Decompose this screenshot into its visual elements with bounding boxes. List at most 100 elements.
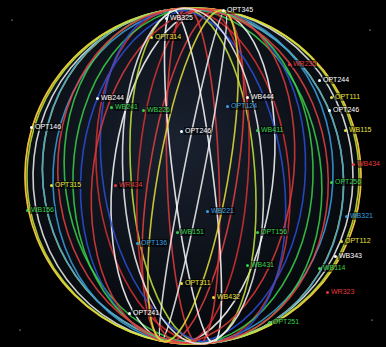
orbit-track: [44, 1, 341, 347]
satellite-marker: WB325: [165, 14, 194, 22]
satellite-marker: OPT256: [330, 178, 362, 186]
satellite-dot: [136, 242, 139, 245]
satellite-marker: OPT311: [180, 279, 212, 287]
satellite-label: OPT345: [226, 6, 254, 14]
orbit-track: [10, 0, 375, 347]
satellite-dot: [142, 109, 145, 112]
satellite-label: WB226: [146, 106, 171, 114]
satellite-marker: OPT111: [330, 93, 361, 101]
satellite-dot: [326, 291, 329, 294]
satellite-dot: [268, 321, 271, 324]
satellite-dot: [330, 96, 333, 99]
satellite-label: WB151: [180, 228, 205, 236]
satellite-dot: [340, 240, 343, 243]
satellite-dot: [180, 282, 183, 285]
orbit-track: [71, 0, 316, 347]
satellite-dot: [246, 96, 249, 99]
satellite-label: OPT156: [260, 228, 288, 236]
satellite-label: WB244: [100, 94, 125, 102]
satellite-label: OPT251: [272, 318, 300, 326]
orbit-track: [114, 5, 271, 347]
satellite-label: WR434: [118, 181, 143, 189]
satellite-dot: [206, 210, 209, 213]
orbit-track: [93, 0, 293, 347]
satellite-label: OPT244: [322, 76, 350, 84]
satellite-label: OPT146: [34, 123, 62, 131]
satellite-dot: [334, 255, 337, 258]
satellite-label: OPT314: [154, 33, 182, 41]
satellite-dot: [352, 163, 355, 166]
satellite-marker: WB156: [26, 206, 55, 214]
satellite-label: WB343: [338, 252, 363, 260]
orbit-track: [119, 4, 266, 347]
satellite-dot: [330, 181, 333, 184]
satellite-marker: WB244: [96, 94, 125, 102]
satellite-marker: OPT241: [128, 309, 160, 317]
satellite-marker: OPT314: [150, 33, 182, 41]
satellite-marker: WB221: [206, 207, 235, 215]
satellite-marker: OPT124: [226, 102, 258, 110]
satellite-label: WB115: [348, 126, 372, 134]
satellite-dot: [50, 184, 53, 187]
satellite-label: WR323: [330, 288, 355, 296]
satellite-dot: [226, 105, 229, 108]
satellite-marker: WB241: [110, 103, 139, 111]
satellite-label: WB444: [250, 93, 275, 101]
satellite-label: OPT315: [54, 181, 82, 189]
satellite-dot: [176, 231, 179, 234]
satellite-label: WB114: [322, 264, 346, 272]
satellite-marker: WB432: [212, 293, 241, 301]
satellite-marker: WB226: [142, 106, 171, 114]
satellite-marker: WB321: [345, 212, 374, 220]
satellite-label: OPT124: [230, 102, 258, 110]
satellite-marker: OPT251: [268, 318, 300, 326]
satellite-dot: [256, 231, 259, 234]
satellite-marker: WB434: [352, 160, 381, 168]
satellite-dot: [212, 296, 215, 299]
satellite-dot: [256, 129, 259, 132]
satellite-marker: WB151: [176, 228, 205, 236]
satellite-dot: [114, 184, 117, 187]
satellite-label: OPT241: [132, 309, 160, 317]
satellite-marker: OPT156: [256, 228, 288, 236]
satellite-marker: WB444: [246, 93, 275, 101]
satellite-marker: WB431: [246, 261, 275, 269]
satellite-label: WB156: [30, 206, 55, 214]
satellite-dot: [110, 106, 113, 109]
satellite-marker: OPT244: [318, 76, 350, 84]
satellite-dot: [96, 97, 99, 100]
satellite-dot: [318, 267, 321, 270]
satellite-dot: [328, 109, 331, 112]
satellite-label: WB325: [169, 14, 194, 22]
satellite-dot: [165, 17, 168, 20]
stars: [11, 19, 372, 330]
orbit-track: [67, 4, 319, 347]
satellite-dot: [345, 215, 348, 218]
satellite-dot: [180, 130, 183, 133]
satellite-marker: WB114: [318, 264, 346, 272]
satellite-label: OPT136: [140, 239, 168, 247]
satellite-marker: OPT146: [30, 123, 62, 131]
satellite-dot: [128, 312, 131, 315]
satellite-dot: [222, 9, 225, 12]
satellite-marker: OPT136: [136, 239, 168, 247]
orbit-track: [129, 4, 256, 347]
orbit-track: [44, 0, 342, 347]
satellite-marker: OPT345: [222, 6, 254, 14]
satellite-marker: OPT315: [50, 181, 82, 189]
satellite-dot: [288, 63, 291, 66]
satellite-dot: [318, 79, 321, 82]
satellite-label: WB221: [210, 207, 235, 215]
satellite-dot: [344, 129, 347, 132]
satellite-label: WB411: [260, 126, 284, 134]
satellite-marker: OPT112: [340, 237, 372, 245]
satellite-label: OPT256: [334, 178, 362, 186]
satellite-label: WB241: [114, 103, 139, 111]
orbit-track: [126, 5, 259, 347]
satellite-marker: OPT246: [328, 106, 360, 114]
satellite-marker: WR235: [288, 60, 317, 68]
satellite-dot: [246, 264, 249, 267]
